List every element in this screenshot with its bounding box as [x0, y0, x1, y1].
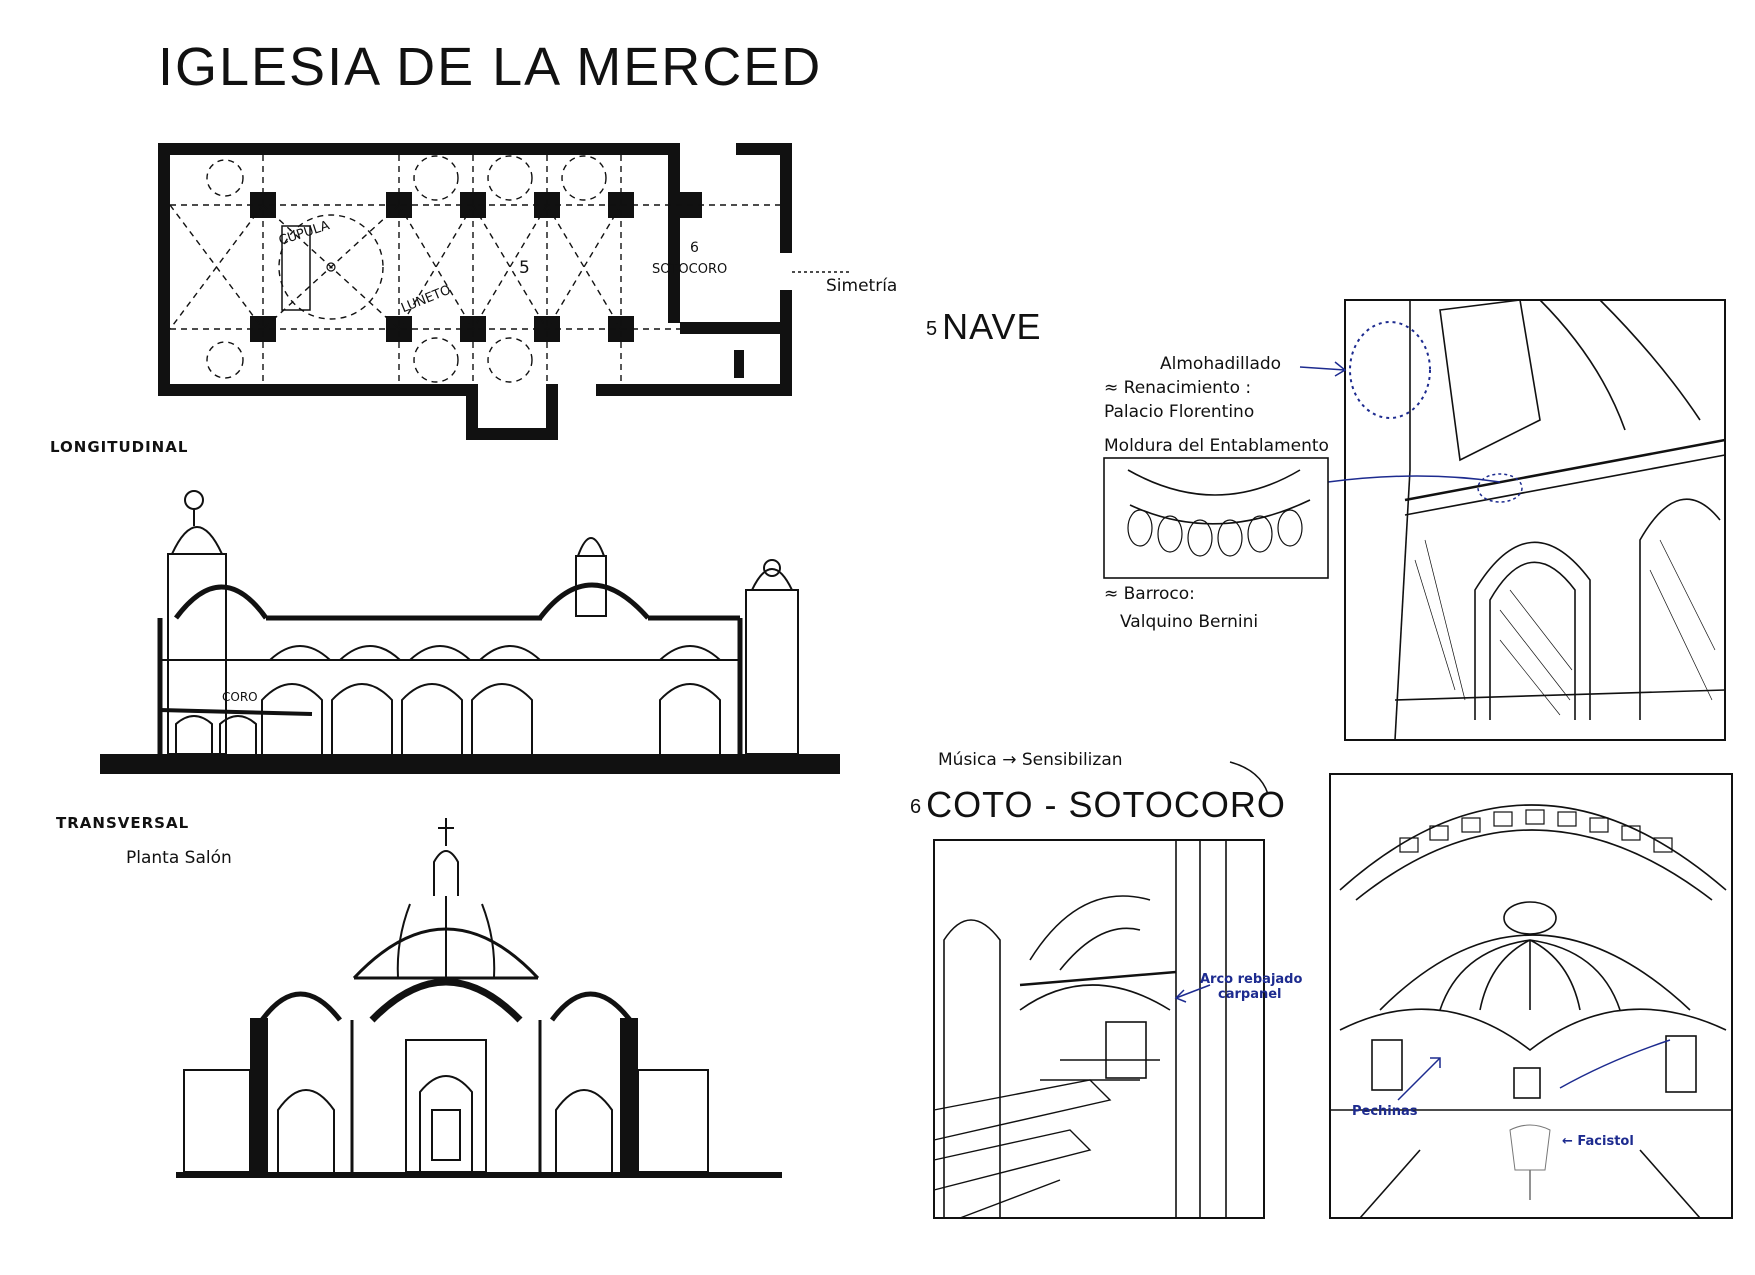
plan-label-sotocoro: SOTOCORO — [652, 262, 728, 277]
note-palacio: Palacio Florentino — [1104, 402, 1255, 422]
transversal-label: TRANSVERSAL — [56, 814, 190, 832]
transversal-section — [176, 818, 782, 1178]
music-note: Música → Sensibilizan — [938, 750, 1123, 770]
annotation-pechinas: Pechinas — [1352, 1104, 1418, 1119]
annotation-arco: Arco rebajado carpanel — [1200, 972, 1302, 1002]
note-almohadillado: Almohadillado — [1160, 354, 1282, 374]
nave-title: NAVE — [942, 306, 1042, 347]
music-arrow — [1229, 761, 1269, 795]
longitudinal-section — [100, 490, 840, 774]
note-barroco: ≈ Barroco: — [1104, 584, 1195, 604]
coro-title: COTO - SOTOCORO — [926, 784, 1286, 825]
coro-sketch — [933, 839, 1265, 1219]
annotation-arco-line1: Arco rebajado — [1200, 972, 1303, 987]
annotation-facistol: ← Facistol — [1562, 1134, 1634, 1149]
plan-label-nave-number: 5 — [519, 258, 530, 278]
symmetry-note: Simetría — [826, 276, 898, 296]
annotation-arco-line2: carpanel — [1218, 987, 1282, 1002]
note-moldura: Moldura del Entablamento — [1104, 436, 1329, 456]
planta-salon-label: Planta Salón — [126, 848, 232, 868]
nave-number: 5 — [926, 317, 939, 340]
coro-number: 6 — [910, 795, 923, 818]
plan-label-sotocoro-number: 6 — [690, 240, 699, 256]
note-renacimiento: ≈ Renacimiento : — [1104, 378, 1252, 398]
page-title: IGLESIA DE LA MERCED — [158, 37, 823, 97]
cupola-sketch — [1329, 773, 1733, 1219]
note-bernini: Valquino Bernini — [1120, 612, 1259, 632]
longitudinal-label: LONGITUDINAL — [50, 438, 189, 456]
floor-plan — [158, 143, 850, 440]
nave-sketch — [1103, 299, 1726, 741]
coro-label: CORO — [222, 690, 258, 704]
